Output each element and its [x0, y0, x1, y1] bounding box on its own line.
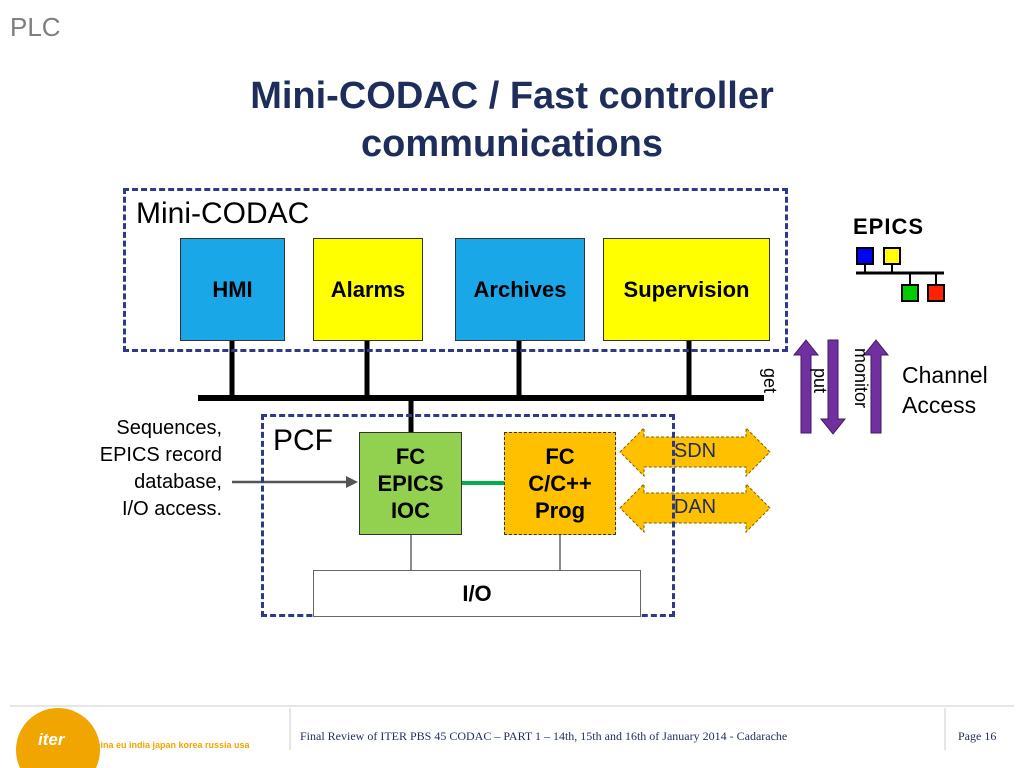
monitor-label: monitor: [851, 348, 871, 409]
archives-box: Archives: [455, 238, 585, 341]
epics-logo-text: EPICS: [853, 214, 925, 239]
io-box: I/O: [313, 570, 641, 617]
alarms-box: Alarms: [313, 238, 423, 341]
hmi-box: HMI: [180, 238, 285, 341]
fc-epics-ioc-box: FC EPICS IOC: [359, 432, 462, 535]
page-number: Page 16: [958, 729, 997, 743]
dan-arrow: [619, 482, 771, 534]
side-note-line-1: Sequences,: [116, 417, 222, 439]
get-arrow: [792, 339, 820, 434]
fc-epics-line-1: FC: [395, 444, 426, 469]
monitor-arrow: [862, 339, 890, 434]
channel-access-label: Channel Access: [902, 360, 988, 420]
minicodac-label: Mini-CODAC: [136, 197, 310, 230]
dan-label: DAN: [673, 496, 717, 518]
sdn-arrow: [619, 426, 771, 478]
epics-square-green: [901, 284, 919, 302]
put-label: put: [810, 368, 830, 394]
fc-prog-line-3: Prog: [534, 498, 586, 523]
minicodac-container: [123, 188, 788, 352]
put-arrow: [819, 339, 847, 435]
channel-access-line-1: Channel: [902, 362, 988, 388]
sdn-label: SDN: [673, 440, 717, 462]
note-arrow-head: [346, 476, 358, 488]
iter-logo: iter: [38, 730, 65, 749]
fc-epics-line-3: IOC: [390, 498, 431, 523]
side-note-line-4: I/O access.: [121, 498, 222, 520]
title-line-2: communications: [361, 123, 663, 165]
footer-text: Final Review of ITER PBS 45 CODAC – PART…: [300, 729, 788, 743]
side-note: Sequences, EPICS record database, I/O ac…: [50, 415, 222, 523]
get-label: get: [760, 368, 780, 394]
fc-prog-line-1: FC: [545, 444, 575, 469]
fc-epics-line-2: EPICS: [377, 471, 444, 496]
fc-prog-line-2: C/C++: [528, 471, 592, 496]
iter-logo-circle: [16, 708, 100, 768]
epics-square-yellow: [883, 247, 901, 265]
title-line-1: Mini-CODAC / Fast controller: [250, 75, 774, 117]
pcf-label: PCF: [273, 424, 333, 457]
channel-access-line-2: Access: [902, 392, 977, 418]
iter-tagline: china eu india japan korea russia usa: [90, 740, 250, 750]
slide-title: Mini-CODAC / Fast controller communicati…: [0, 72, 1024, 168]
fc-prog-box: FC C/C++ Prog: [504, 432, 616, 535]
section-label: PLC: [10, 12, 61, 42]
side-note-line-3: database,: [134, 471, 222, 493]
side-note-line-2: EPICS record: [99, 444, 222, 466]
supervision-box: Supervision: [603, 238, 770, 341]
epics-square-red: [927, 284, 945, 302]
epics-square-blue: [856, 247, 874, 265]
